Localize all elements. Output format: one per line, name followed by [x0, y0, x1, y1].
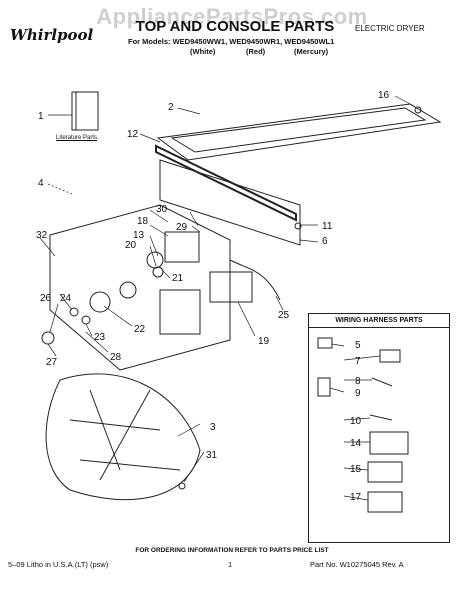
wiring-harness [45, 373, 201, 501]
callout-7: 7 [355, 356, 361, 367]
callout-14: 14 [350, 438, 362, 449]
callout-28: 28 [110, 352, 122, 363]
callout-31: 31 [206, 450, 218, 461]
product-type: ELECTRIC DRYER [355, 24, 425, 33]
callout-11: 11 [322, 221, 333, 232]
callout-30: 30 [156, 204, 168, 215]
harness-part-10 [369, 414, 393, 421]
top-seal [155, 144, 297, 222]
harness-part-9 [317, 377, 331, 397]
callout-9: 9 [355, 388, 361, 399]
literature-booklet [71, 91, 99, 131]
callout-15: 15 [350, 464, 362, 475]
harness-box-title: WIRING HARNESS PARTS [309, 314, 449, 328]
callout-4: 4 [38, 178, 44, 189]
harness-part-17 [367, 491, 403, 513]
callout-20: 20 [125, 240, 137, 251]
callout-24: 24 [60, 293, 72, 304]
callout-2: 2 [168, 102, 174, 113]
harness-part-15 [367, 461, 403, 483]
console-frame [159, 159, 301, 246]
page-title: TOP AND CONSOLE PARTS [135, 18, 335, 35]
callout-12: 12 [127, 129, 139, 140]
callout-19: 19 [258, 336, 270, 347]
display-panel [159, 289, 201, 335]
screw-31 [178, 482, 186, 490]
part-number: Part No. W10275045 Rev. A [310, 560, 404, 569]
callout-16: 16 [378, 90, 390, 101]
variant-red: (Red) [246, 47, 266, 56]
callout-5: 5 [355, 340, 361, 351]
model-list: For Models: WED9450WW1, WED9450WR1, WED9… [128, 37, 335, 46]
wiring-harness-parts-box: WIRING HARNESS PARTS [308, 313, 450, 543]
callout-29: 29 [176, 222, 188, 233]
callout-3: 3 [210, 422, 216, 433]
top-panel [156, 103, 442, 161]
variant-mercury: (Mercury) [294, 47, 329, 56]
harness-part-14 [369, 431, 409, 455]
screw-11 [294, 222, 302, 230]
selector-knob [89, 291, 111, 313]
ordering-info: FOR ORDERING INFORMATION REFER TO PARTS … [135, 547, 329, 554]
console-panel [49, 204, 231, 371]
small-knob [41, 331, 55, 345]
callout-27: 27 [46, 357, 58, 368]
callout-13: 13 [133, 230, 145, 241]
literature-label: Literature Parts [56, 135, 98, 141]
whirlpool-logo: Whirlpool [10, 26, 94, 44]
callout-10: 10 [350, 416, 362, 427]
callout-6: 6 [322, 236, 328, 247]
control-board [164, 231, 200, 263]
callout-32: 32 [36, 230, 48, 241]
watermark: AppliancePartsPros.com [96, 4, 368, 29]
harness-part-8 [371, 377, 393, 387]
page-number: 1 [228, 560, 233, 569]
callout-18: 18 [137, 216, 149, 227]
litho-info: 5–09 Litho in U.S.A.(LT) (psw) [8, 560, 109, 569]
callout-21: 21 [172, 273, 184, 284]
callout-23: 23 [94, 332, 106, 343]
console-wire [229, 259, 281, 301]
callout-1: 1 [38, 111, 44, 122]
harness-part-5 [317, 337, 333, 349]
callout-22: 22 [134, 324, 146, 335]
screw-16 [414, 106, 422, 114]
callout-8: 8 [355, 376, 361, 387]
user-interface-board [209, 271, 253, 303]
callout-17: 17 [350, 492, 362, 503]
callout-26: 26 [40, 293, 52, 304]
callout-25: 25 [278, 310, 290, 321]
variant-white: (White) [190, 47, 216, 56]
